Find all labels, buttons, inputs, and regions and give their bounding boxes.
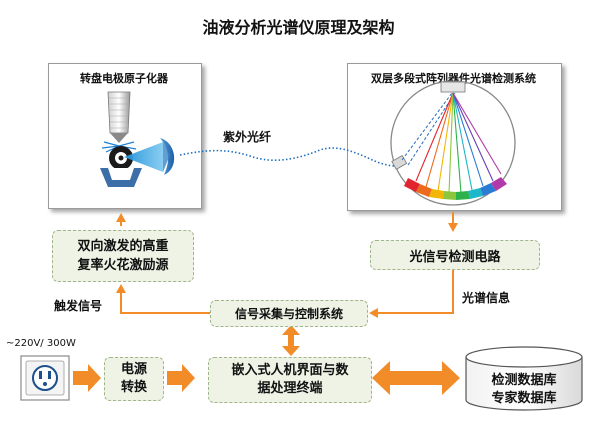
arrow-control-to-source (120, 292, 210, 314)
spark-source-box: 双向激发的高重 复率火花激励源 (52, 230, 194, 282)
spectrum-info-label: 光谱信息 (462, 291, 511, 305)
light-beam (124, 142, 163, 172)
electrode-icon (107, 91, 131, 143)
database-line1: 检测数据库 (491, 373, 557, 388)
diagram-title: 油液分析光谱仪原理及架构 (202, 18, 395, 37)
grating-icon (440, 81, 466, 93)
database-line2: 专家数据库 (491, 391, 557, 406)
power-line1: 电源 (120, 362, 147, 377)
uv-fiber-line (179, 147, 397, 167)
dispersed-rays (415, 92, 502, 194)
rotating-disc-icon (109, 146, 133, 170)
sample-cup-icon (100, 168, 142, 187)
spark-source-line2: 复率火花激励源 (77, 258, 169, 273)
spark-source-line1: 双向激发的高重 (77, 239, 169, 254)
arrow-power-to-terminal (167, 364, 195, 392)
spectrometer-panel-title: 双层多段式阵列器件光谱检测系统 (371, 72, 536, 85)
terminal-line2: 据处理终端 (257, 381, 323, 396)
voltage-label: ~220V/ 300W (6, 338, 76, 349)
trigger-label: 触发信号 (54, 299, 103, 313)
arrow-socket-to-power (73, 364, 101, 392)
detector-array-icon (404, 177, 507, 200)
arrow-terminal-database (372, 361, 460, 395)
power-line2: 转换 (120, 380, 147, 395)
atomizer-panel-title: 转盘电极原子化器 (80, 72, 168, 85)
database-icon (465, 346, 583, 411)
terminal-box: 嵌入式人机界面与数 据处理终端 (208, 357, 372, 403)
database-label: 检测数据库 专家数据库 (466, 372, 582, 408)
control-system-box: 信号采集与控制系统 (210, 300, 368, 327)
lens-icon (160, 138, 175, 175)
power-conversion-box: 电源 转换 (104, 357, 164, 401)
arrow-circuit-to-control (377, 268, 454, 314)
fiber-label: 紫外光纤 (223, 130, 272, 144)
power-socket-icon (20, 355, 70, 401)
entrance-slit-icon (391, 154, 408, 170)
terminal-line1: 嵌入式人机界面与数 (231, 363, 349, 378)
arrow-control-terminal (282, 325, 300, 356)
detect-circuit-box: 光信号检测电路 (370, 240, 540, 270)
rowland-circle (390, 80, 516, 206)
